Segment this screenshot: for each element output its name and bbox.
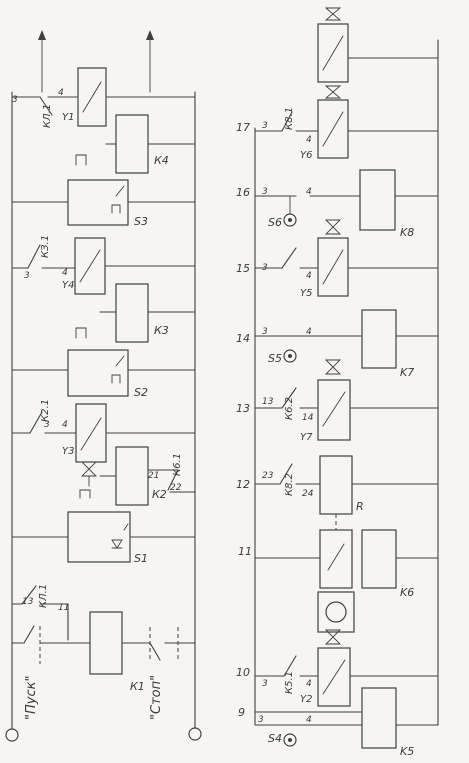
node-number: 23 bbox=[262, 471, 274, 481]
contact-label: К8.1 bbox=[284, 107, 295, 130]
sensor-label: S6 bbox=[268, 216, 282, 229]
node-number: 3 bbox=[262, 121, 268, 131]
coil-label: R bbox=[356, 500, 364, 513]
rung-number: 13 bbox=[236, 402, 250, 415]
coil-r bbox=[319, 455, 353, 515]
rung-number: 17 bbox=[236, 121, 250, 134]
coil-k2 bbox=[115, 446, 149, 506]
node-number: 4 bbox=[306, 271, 312, 281]
sensor-label: S1 bbox=[134, 552, 148, 565]
coil-k1 bbox=[89, 611, 123, 675]
rung-number: 16 bbox=[236, 186, 250, 199]
node-number: 4 bbox=[62, 268, 68, 278]
coil-k5 bbox=[361, 687, 397, 749]
coil-label: Y4 bbox=[62, 280, 74, 291]
node-number: 4 bbox=[306, 715, 312, 725]
node-number: 4 bbox=[306, 135, 312, 145]
node-number: 11 bbox=[58, 603, 69, 613]
coil-label: К1 bbox=[130, 680, 145, 693]
top-circuit bbox=[5, 30, 202, 742]
sensor-s2 bbox=[67, 349, 129, 397]
coil-k8 bbox=[359, 169, 396, 231]
rung-number: 15 bbox=[236, 262, 250, 275]
sensor-label: S2 bbox=[134, 386, 148, 399]
contact-label: КЛ.1 bbox=[38, 584, 49, 608]
node-number: 14 bbox=[302, 413, 314, 423]
rung-number: 12 bbox=[236, 478, 250, 491]
contact-label: К2.1 bbox=[40, 399, 51, 422]
coil-label: K5 bbox=[400, 745, 414, 758]
node-number: 3 bbox=[262, 327, 268, 337]
node-number: 4 bbox=[306, 327, 312, 337]
node-number: 22 bbox=[170, 483, 182, 493]
node-number: 3 bbox=[24, 271, 30, 281]
coil-k4 bbox=[115, 114, 149, 174]
node-number: 3 bbox=[262, 263, 268, 273]
coil-label: Y1 bbox=[62, 112, 74, 123]
coil-label: Y2 bbox=[300, 694, 312, 705]
rung-number: 14 bbox=[236, 332, 250, 345]
sensor-label: S3 bbox=[134, 215, 148, 228]
stop-label: "Стоп" bbox=[149, 675, 164, 720]
coil-k6 bbox=[361, 529, 397, 589]
relay-body bbox=[319, 529, 353, 589]
node-number: 13 bbox=[22, 597, 34, 607]
contact-label: КЛ.1 bbox=[42, 104, 53, 128]
node-number: 3 bbox=[262, 187, 268, 197]
sensor-s1 bbox=[67, 511, 131, 563]
coil-label: Y5 bbox=[300, 288, 312, 299]
top-labels: "Пуск" "Стоп" 3 4 3 4 3 4 21 22 13 11 КЛ… bbox=[12, 88, 183, 720]
coil-label: К4 bbox=[154, 154, 169, 167]
coil-label: Y6 bbox=[300, 150, 312, 161]
node-number: 3 bbox=[44, 420, 50, 430]
rung-number: 11 bbox=[238, 545, 252, 558]
start-label: "Пуск" bbox=[24, 676, 39, 720]
sensor-label: S5 bbox=[268, 352, 282, 365]
coil-k7 bbox=[361, 309, 397, 369]
contact-label: К5.1 bbox=[284, 671, 295, 694]
rung-number: 10 bbox=[236, 666, 250, 679]
node-number: 4 bbox=[306, 187, 312, 197]
node-number: 4 bbox=[306, 679, 312, 689]
node-number: 3 bbox=[262, 679, 268, 689]
coil-label: K6 bbox=[400, 586, 414, 599]
node-number: 21 bbox=[148, 471, 159, 481]
coil-label: K7 bbox=[400, 366, 414, 379]
node-number: 4 bbox=[58, 88, 64, 98]
contact-label: К6.1 bbox=[172, 453, 183, 476]
contact-label: К6.2 bbox=[284, 397, 295, 420]
coil-label: K8 bbox=[400, 226, 414, 239]
coil-y3 bbox=[75, 403, 107, 463]
contact-label: КЗ.1 bbox=[40, 235, 51, 258]
node-number: 3 bbox=[258, 715, 264, 725]
coil-label: Y7 bbox=[300, 432, 313, 443]
rung-number: 9 bbox=[238, 706, 245, 719]
contact-label: К8.2 bbox=[284, 473, 295, 496]
coil-label: Y3 bbox=[62, 446, 74, 457]
coil-label: К3 bbox=[154, 324, 169, 337]
node-number: 24 bbox=[302, 489, 314, 499]
bottom-labels: 9 10 11 12 13 14 15 16 17 3 4 3 4 23 24 … bbox=[236, 107, 414, 758]
node-number: 3 bbox=[12, 95, 18, 105]
sensor-s3 bbox=[67, 179, 129, 226]
coil-y7 bbox=[317, 379, 351, 441]
coil-k3 bbox=[115, 283, 149, 343]
node-number: 4 bbox=[62, 420, 68, 430]
bottom-circuit bbox=[254, 7, 439, 749]
coil-label: К2 bbox=[152, 488, 167, 501]
sensor-label: S4 bbox=[268, 732, 282, 745]
node-number: 13 bbox=[262, 397, 274, 407]
